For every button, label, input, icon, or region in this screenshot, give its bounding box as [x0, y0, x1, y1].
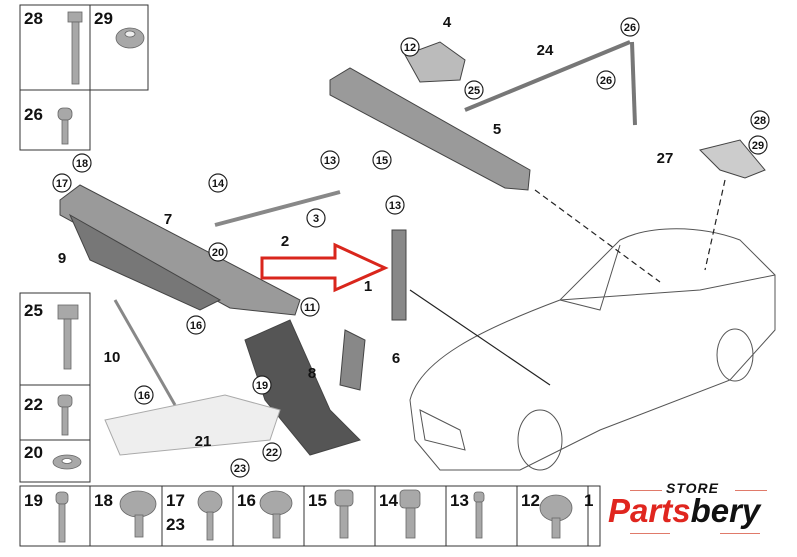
logo-store-text: STORE — [666, 480, 719, 496]
label-2: 2 — [281, 233, 289, 250]
svg-text:18: 18 — [76, 158, 88, 170]
svg-text:17: 17 — [56, 178, 68, 190]
svg-text:25: 25 — [468, 85, 480, 97]
box-label: 22 — [24, 395, 43, 414]
callout-11: 11 — [300, 297, 320, 317]
label-7: 7 — [164, 211, 172, 228]
box-label: 14 — [379, 491, 398, 510]
svg-text:11: 11 — [304, 302, 316, 314]
part-5-carrier — [329, 67, 531, 191]
label-9: 9 — [58, 250, 66, 267]
callout-15: 15 — [372, 150, 392, 170]
svg-text:28: 28 — [754, 115, 766, 127]
svg-text:26: 26 — [600, 75, 612, 87]
svg-text:13: 13 — [389, 200, 401, 212]
callout-19: 19 — [252, 375, 272, 395]
label-24: 24 — [537, 42, 554, 59]
part-4-bracket — [404, 41, 466, 83]
part-6-bracket — [339, 329, 366, 391]
callout-16: 16 — [186, 315, 206, 335]
callout-26: 26 — [596, 70, 616, 90]
label-10: 10 — [104, 349, 121, 366]
box-label: 26 — [24, 105, 43, 124]
callout-13: 13 — [385, 195, 405, 215]
callout-26: 26 — [620, 17, 640, 37]
part-27-hook — [699, 139, 766, 179]
svg-text:29: 29 — [752, 140, 764, 152]
part-7-panel — [59, 184, 301, 316]
label-27: 27 — [657, 150, 674, 167]
box-label: 23 — [166, 515, 185, 534]
callout-20: 20 — [208, 242, 228, 262]
logo-brand: Partsbery — [608, 492, 761, 529]
box-label: 17 — [166, 491, 185, 510]
part-2-strut — [214, 190, 341, 227]
svg-text:16: 16 — [190, 320, 202, 332]
callout-3: 3 — [306, 208, 326, 228]
box-label: 19 — [24, 491, 43, 510]
callout-25: 25 — [464, 80, 484, 100]
car-outline — [409, 228, 776, 471]
svg-text:22: 22 — [266, 447, 278, 459]
partsbery-logo: STORE Partsbery — [600, 478, 790, 538]
box-label: 18 — [94, 491, 113, 510]
svg-text:15: 15 — [376, 155, 388, 167]
callout-13: 13 — [320, 150, 340, 170]
svg-text:13: 13 — [324, 155, 336, 167]
box-label: 28 — [24, 9, 43, 28]
leader-lines — [409, 179, 726, 386]
box-label: 20 — [24, 443, 43, 462]
part-10-rod — [113, 299, 177, 406]
svg-text:12: 12 — [404, 42, 416, 54]
part-shapes — [59, 40, 766, 456]
part-1-strut — [391, 229, 407, 321]
box-label: 15 — [308, 491, 327, 510]
svg-text:16: 16 — [138, 390, 150, 402]
svg-text:14: 14 — [212, 178, 225, 190]
svg-text:23: 23 — [234, 463, 246, 475]
part-9-cover — [68, 213, 222, 311]
svg-text:3: 3 — [313, 213, 319, 225]
fastener-icons — [52, 11, 573, 543]
box-label: 13 — [450, 491, 469, 510]
box-label: 25 — [24, 301, 43, 320]
part-24-rod — [464, 40, 631, 112]
callout-29: 29 — [748, 135, 768, 155]
label-21: 21 — [195, 433, 212, 450]
red-arrow — [260, 242, 389, 293]
callout-23: 23 — [230, 458, 250, 478]
callout-12: 12 — [400, 37, 420, 57]
callout-22: 22 — [262, 442, 282, 462]
box-label: 1 — [584, 491, 593, 510]
callout-14: 14 — [208, 173, 228, 193]
callout-18: 18 — [72, 153, 92, 173]
part-8-support — [244, 319, 361, 456]
label-1: 1 — [364, 278, 372, 295]
callout-17: 17 — [52, 173, 72, 193]
box-label: 12 — [521, 491, 540, 510]
callout-16: 16 — [134, 385, 154, 405]
box-label: 29 — [94, 9, 113, 28]
label-6: 6 — [392, 350, 400, 367]
label-4: 4 — [443, 14, 452, 31]
part-21-bumper-carrier — [104, 394, 281, 456]
svg-text:20: 20 — [212, 247, 224, 259]
callout-28: 28 — [750, 110, 770, 130]
fastener-boxes — [19, 4, 601, 547]
label-5: 5 — [493, 121, 501, 138]
box-label: 16 — [237, 491, 256, 510]
svg-text:26: 26 — [624, 22, 636, 34]
label-8: 8 — [308, 365, 316, 382]
svg-text:19: 19 — [256, 380, 268, 392]
